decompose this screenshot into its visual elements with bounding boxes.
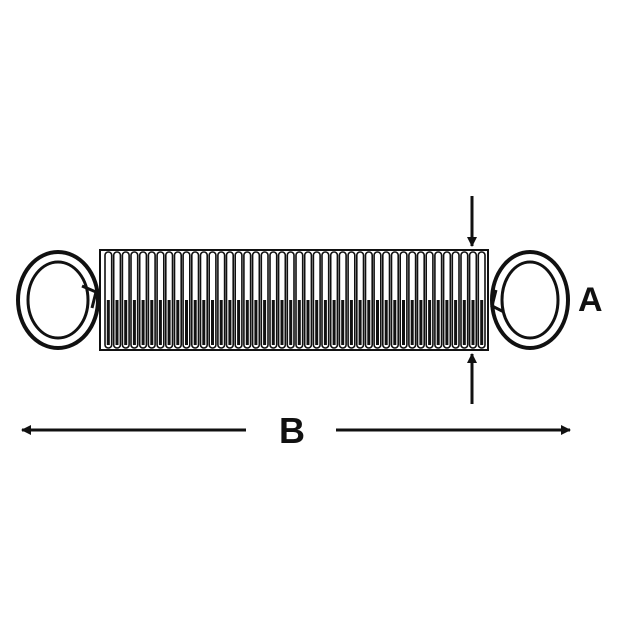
spring-body bbox=[99, 249, 489, 351]
spring-coil bbox=[199, 251, 208, 349]
spring-coil bbox=[321, 251, 330, 349]
spring-coil bbox=[243, 251, 252, 349]
spring-coil bbox=[381, 251, 391, 349]
spring-coil bbox=[442, 251, 452, 349]
spring-coil bbox=[460, 251, 469, 349]
spring-coil bbox=[355, 251, 365, 349]
dimension-b-label: B bbox=[279, 410, 305, 451]
spring-coil bbox=[416, 251, 425, 349]
spring-coil bbox=[121, 251, 130, 349]
spring-coil bbox=[425, 251, 434, 349]
spring-coil bbox=[260, 251, 269, 349]
spring-coil bbox=[156, 251, 165, 349]
dimension-a-label: A bbox=[578, 281, 603, 319]
spring-coil bbox=[373, 251, 382, 349]
spring-coil bbox=[138, 251, 148, 349]
spring-coil bbox=[269, 251, 278, 349]
spring-coil bbox=[251, 251, 261, 349]
spring-coil bbox=[217, 251, 226, 349]
spring-coil bbox=[286, 251, 295, 349]
spring-coil bbox=[468, 251, 478, 349]
spring-coil bbox=[347, 251, 356, 349]
spring-coil bbox=[338, 251, 347, 349]
spring-coil bbox=[312, 251, 321, 349]
left-loop-end bbox=[16, 250, 100, 350]
spring-coil bbox=[130, 251, 139, 349]
spring-coil bbox=[104, 251, 113, 349]
spring-coil bbox=[147, 251, 156, 349]
right-loop-end bbox=[490, 250, 570, 350]
spring-coil bbox=[434, 251, 443, 349]
spring-coil bbox=[182, 251, 191, 349]
spring-coil bbox=[277, 251, 287, 349]
spring-coil bbox=[173, 251, 182, 349]
spring-coil bbox=[408, 251, 417, 349]
spring-coil bbox=[225, 251, 234, 349]
spring-coil bbox=[451, 251, 460, 349]
spring-coil bbox=[364, 251, 373, 349]
spring-coil bbox=[295, 251, 304, 349]
spring-coil bbox=[165, 251, 174, 349]
spring-coil bbox=[112, 251, 122, 349]
spring-coils bbox=[104, 251, 486, 349]
spring-coil bbox=[234, 251, 243, 349]
spring-coil bbox=[303, 251, 313, 349]
spring-coil bbox=[208, 251, 217, 349]
spring-coil bbox=[477, 251, 486, 349]
spring-coil bbox=[390, 251, 399, 349]
spring-coil bbox=[329, 251, 339, 349]
spring-coil bbox=[191, 251, 200, 349]
spring-coil bbox=[399, 251, 408, 349]
